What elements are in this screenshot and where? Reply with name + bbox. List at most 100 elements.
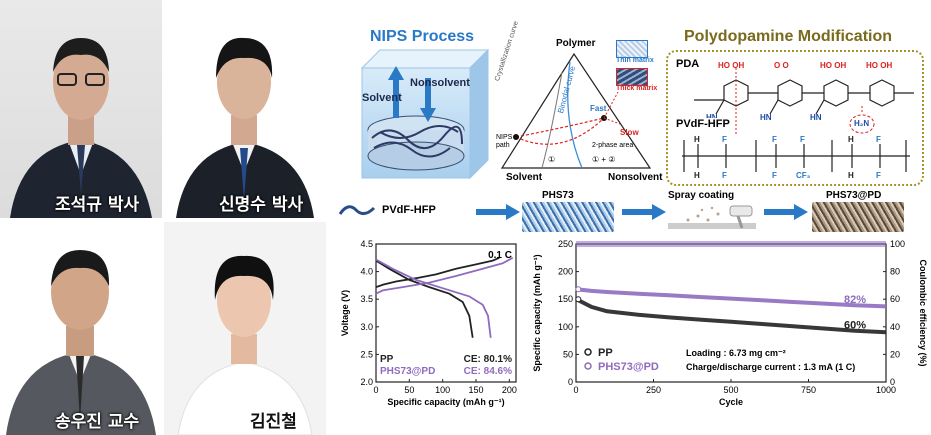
y2-tick-label: 20 xyxy=(890,349,900,359)
y-tick-label: 200 xyxy=(558,267,573,277)
pp-retention-label: 60% xyxy=(844,320,866,332)
nips-cube xyxy=(360,48,490,180)
svg-text:HO OH: HO OH xyxy=(820,61,846,70)
polymer-chain-icon xyxy=(338,205,376,215)
flow-spray-label: Spray coating xyxy=(668,190,735,201)
first-cycle-point xyxy=(575,296,582,303)
legend-label: PP xyxy=(598,347,613,359)
ternary-solvent: Solvent xyxy=(506,172,543,183)
current-label: Charge/discharge current : 1.3 mA (1 C) xyxy=(686,362,855,372)
ternary-slow: Slow xyxy=(620,128,639,137)
x-tick-label: 1000 xyxy=(876,385,896,395)
pd-title: Polydopamine Modification xyxy=(684,28,893,45)
svg-text:HN: HN xyxy=(706,113,718,122)
x-tick-label: 0 xyxy=(373,385,378,395)
loading-label: Loading : 6.73 mg cm⁻² xyxy=(686,348,786,358)
x-axis-label: Cycle xyxy=(719,397,743,407)
legend-label: PHS73@PD xyxy=(380,366,435,377)
portrait-shin xyxy=(176,37,314,218)
phs-retention-label: 82% xyxy=(844,294,866,306)
x-axis-label: Specific capacity (mAh g⁻¹) xyxy=(387,397,504,407)
x-tick-label: 200 xyxy=(502,385,517,395)
caption-cho: 조석규 박사 xyxy=(55,195,140,215)
y-tick-label: 3.5 xyxy=(360,294,373,304)
y-tick-label: 2.0 xyxy=(360,377,373,387)
svg-text:H: H xyxy=(694,171,700,180)
ternary-nonsolvent: Nonsolvent xyxy=(608,172,663,183)
series-line-discharge xyxy=(375,259,474,338)
ternary-region12: ① + ② xyxy=(592,155,616,164)
series-line-charge xyxy=(375,256,500,288)
svg-text:HN: HN xyxy=(810,113,822,122)
photo-shin: 신명수 박사 xyxy=(164,0,326,218)
ce-label: CE: 80.1% xyxy=(464,354,512,365)
svg-text:HO OH: HO OH xyxy=(718,61,744,70)
svg-text:H₂N: H₂N xyxy=(854,119,869,128)
caption-kim: 김진철 xyxy=(250,412,297,432)
portrait-kim xyxy=(177,255,313,435)
x-tick-label: 150 xyxy=(468,385,483,395)
y-tick-label: 2.5 xyxy=(360,349,373,359)
x-tick-label: 250 xyxy=(646,385,661,395)
nips-nonsolvent-label: Nonsolvent xyxy=(410,77,470,89)
ternary-region1: ① xyxy=(548,155,556,164)
svg-text:F: F xyxy=(800,135,805,144)
rate-label: 0.1 C xyxy=(488,250,512,261)
legend-marker xyxy=(584,348,592,356)
thin-matrix-label: Thin matrix xyxy=(616,57,654,64)
portrait-song xyxy=(6,250,156,435)
y-tick-label: 100 xyxy=(558,322,573,332)
thick-matrix-label: Thick matrix xyxy=(616,85,658,92)
capacity-series xyxy=(576,287,887,309)
x-tick-label: 0 xyxy=(573,385,578,395)
caption-song: 송우진 교수 xyxy=(55,412,140,432)
svg-text:H: H xyxy=(694,135,700,144)
ternary-polymer: Polymer xyxy=(556,38,596,49)
ce-label: CE: 84.6% xyxy=(464,366,512,377)
x-tick-label: 750 xyxy=(801,385,816,395)
arrow-1-icon xyxy=(476,204,520,220)
thick-matrix-swatch xyxy=(616,68,648,86)
y-tick-label: 4.5 xyxy=(360,239,373,249)
photo-song: 송우진 교수 xyxy=(0,222,162,435)
spray-coating-icon xyxy=(668,205,756,229)
y2-tick-label: 60 xyxy=(890,294,900,304)
nips-title: NIPS Process xyxy=(370,28,475,45)
svg-text:H: H xyxy=(848,135,854,144)
portrait-cho xyxy=(10,38,152,218)
svg-text:H: H xyxy=(848,171,854,180)
y-tick-label: 150 xyxy=(558,294,573,304)
arrow-3-icon xyxy=(764,204,808,220)
pd-pvdf-label: PVdF-HFP xyxy=(676,118,730,130)
thin-matrix-swatch xyxy=(616,40,648,58)
y2-axis-label: Coulombic efficiency (%) xyxy=(918,259,928,366)
series-line-discharge xyxy=(375,258,492,338)
y2-tick-label: 40 xyxy=(890,322,900,332)
y-axis-label: Voltage (V) xyxy=(340,290,350,336)
y2-tick-label: 0 xyxy=(890,377,895,387)
ce-band xyxy=(576,241,886,247)
legend-label: PHS73@PD xyxy=(598,361,659,373)
x-tick-label: 100 xyxy=(435,385,450,395)
nips-solvent-label: Solvent xyxy=(362,92,402,104)
photo-cho: 조석규 박사 xyxy=(0,0,162,218)
first-cycle-point xyxy=(575,286,582,293)
y-tick-label: 250 xyxy=(558,239,573,249)
x-tick-label: 500 xyxy=(723,385,738,395)
pd-pda-label: PDA xyxy=(676,58,700,70)
svg-text:F: F xyxy=(772,171,777,180)
svg-text:F: F xyxy=(876,135,881,144)
caption-shin: 신명수 박사 xyxy=(219,195,304,215)
x-tick-label: 50 xyxy=(404,385,414,395)
y-tick-label: 0 xyxy=(568,377,573,387)
svg-text:HO OH: HO OH xyxy=(866,61,892,70)
svg-text:CF₃: CF₃ xyxy=(796,171,811,180)
ternary-fast: Fast xyxy=(590,104,607,113)
legend-marker xyxy=(584,362,592,370)
svg-text:F: F xyxy=(722,135,727,144)
svg-text:O O: O O xyxy=(774,61,789,70)
ternary-diagram xyxy=(500,52,652,169)
pd-box xyxy=(666,50,924,186)
